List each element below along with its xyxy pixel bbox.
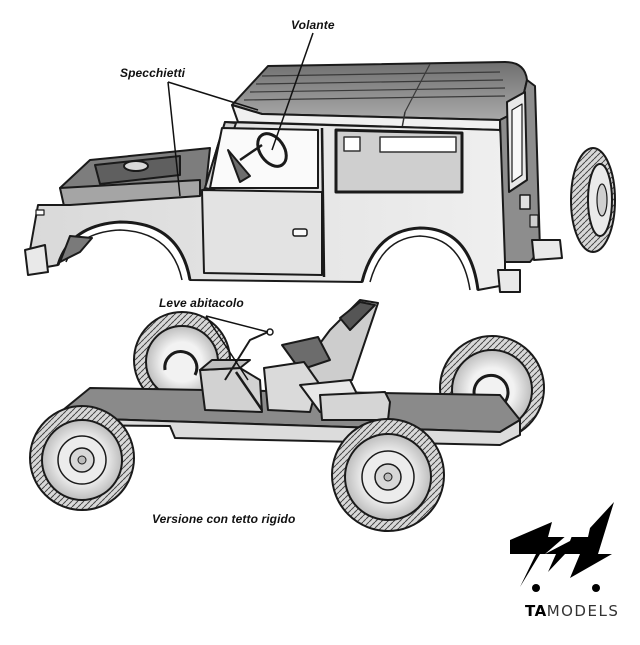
caption-version: Versione con tetto rigido: [152, 512, 296, 526]
brand-wordmark: TAMODELS: [525, 602, 619, 620]
ta-models-logo-icon: [510, 502, 614, 592]
brand-thin: MODELS: [546, 602, 620, 620]
leader-specchietti-b: [167, 81, 181, 197]
leader-leve-a: [205, 315, 269, 333]
leader-volante: [271, 32, 314, 151]
label-leve-abitacolo: Leve abitacolo: [159, 296, 244, 310]
brand-bold: TA: [525, 602, 547, 620]
leader-lines: [167, 32, 314, 381]
label-volante: Volante: [291, 18, 335, 32]
front-right-wheel: [331, 418, 445, 532]
front-left-wheel: [29, 405, 135, 511]
chassis: [29, 299, 545, 532]
spare-wheel: [570, 147, 616, 253]
leader-leve-b: [205, 315, 249, 381]
label-specchietti: Specchietti: [120, 66, 186, 80]
leader-specchietti-a: [167, 81, 259, 111]
body-shell: [24, 61, 563, 293]
